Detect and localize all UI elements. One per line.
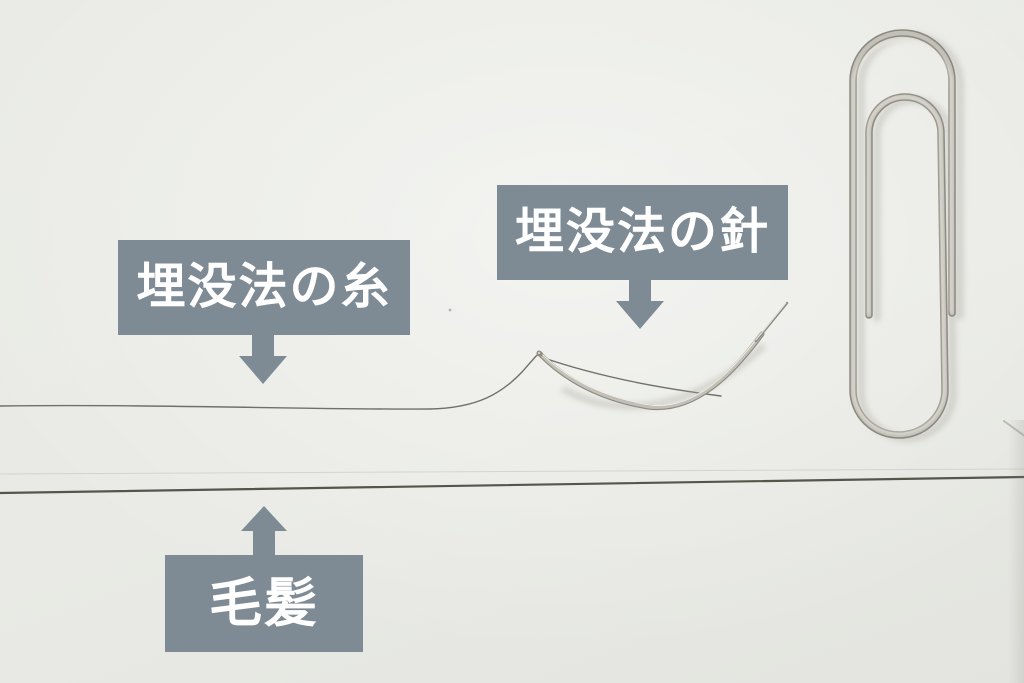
thread-label-text: 埋没法の糸 xyxy=(136,260,392,314)
thread-label-down-arrow-icon xyxy=(239,333,287,384)
hair-label-text: 毛髪 xyxy=(209,574,319,633)
hair-strand xyxy=(0,475,1024,495)
thread-label: 埋没法の糸 xyxy=(118,240,410,335)
hair-label: 毛髪 xyxy=(165,555,363,652)
needle-shadow xyxy=(561,343,766,410)
needle-swage-end xyxy=(537,351,543,357)
suture-thread xyxy=(0,352,540,410)
needle-label-down-arrow-icon xyxy=(616,278,664,329)
needle-label: 埋没法の針 xyxy=(497,185,788,280)
curved-suture-needle xyxy=(536,301,789,411)
paperclip xyxy=(849,29,956,439)
hair-label-up-arrow-icon xyxy=(241,506,287,557)
paper-edge-streak xyxy=(1003,420,1024,437)
paper-seam xyxy=(0,468,1024,475)
dust-speck xyxy=(448,308,452,312)
needle-label-text: 埋没法の針 xyxy=(514,205,770,259)
needle-swage-highlight xyxy=(537,351,541,355)
